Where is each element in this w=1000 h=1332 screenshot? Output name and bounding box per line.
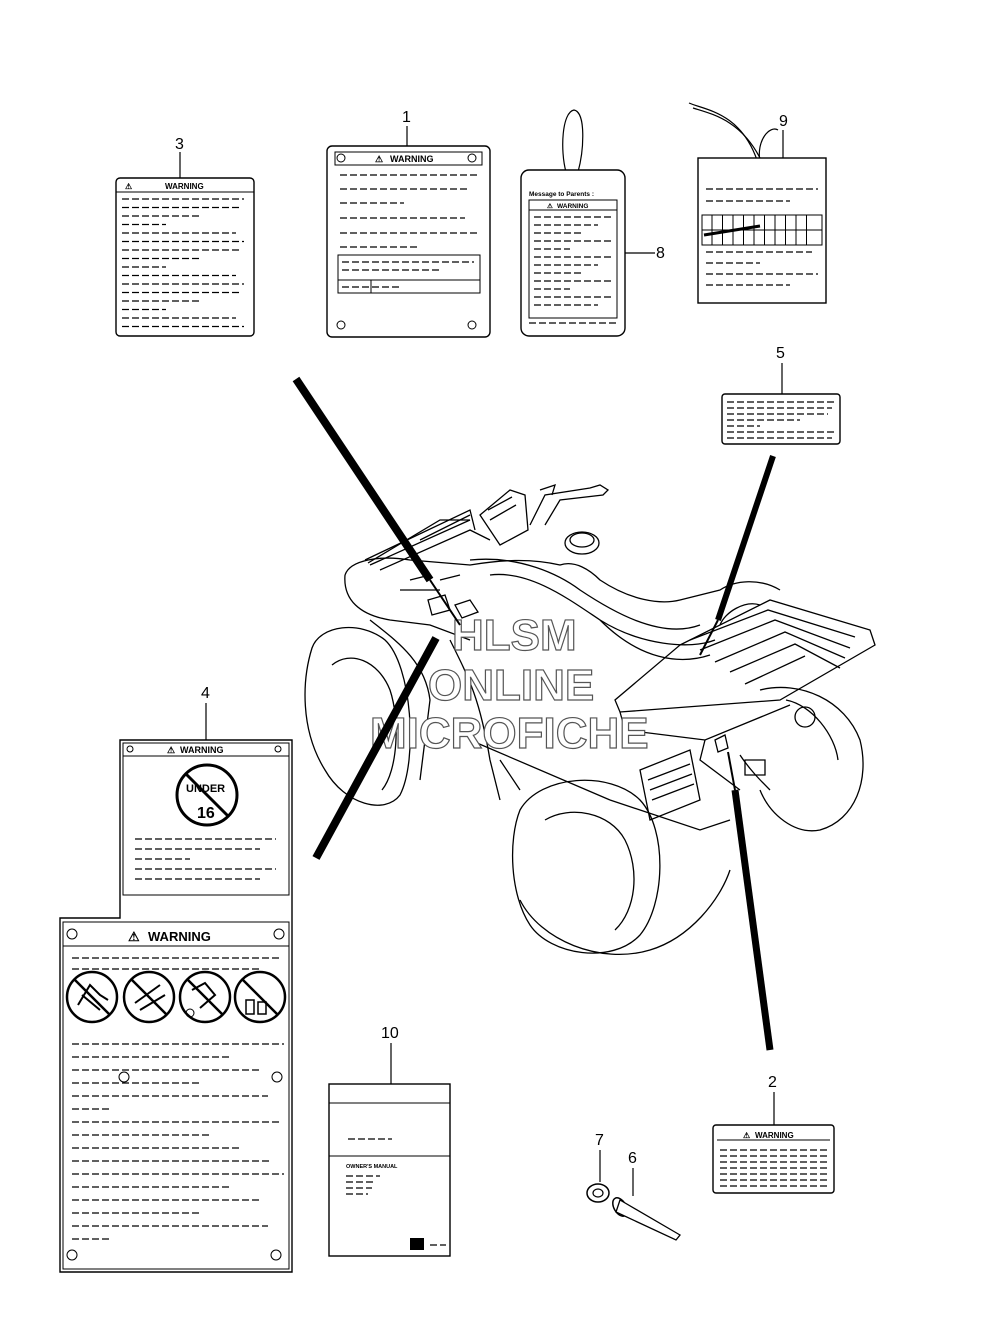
callout-5: 5 (776, 345, 785, 362)
svg-text:⚠: ⚠ (547, 202, 554, 210)
label-3: 3 ⚠ WARNING (115, 136, 255, 337)
label-4-warning-main: WARNING (148, 929, 211, 944)
rivet (612, 1197, 681, 1241)
label-2-warning: WARNING (755, 1131, 794, 1140)
callout-10: 10 (381, 1025, 399, 1042)
washer (586, 1183, 610, 1203)
label-8: Message to Parents : ⚠ WARNING 8 (520, 109, 665, 337)
label-4: 4 ⚠ WARNING UNDER 16 ⚠ WARNING (59, 685, 293, 1273)
svg-text:⚠: ⚠ (128, 929, 140, 944)
manual-title: OWNER'S MANUAL (346, 1164, 398, 1170)
callout-7: 7 (595, 1132, 604, 1149)
label-2: 2 ⚠ WARNING (712, 1074, 835, 1194)
label-3-warning: WARNING (165, 182, 204, 191)
svg-text:⚠: ⚠ (375, 154, 383, 164)
atv-illustration (304, 483, 876, 955)
callout-6: 6 (628, 1150, 637, 1167)
callout-3: 3 (175, 136, 184, 153)
label-8-warning: WARNING (557, 203, 588, 210)
svg-text:⚠: ⚠ (167, 745, 175, 755)
svg-text:⚠: ⚠ (743, 1131, 750, 1140)
label-9: 9 (688, 102, 827, 304)
label-5: 5 (721, 345, 841, 445)
callout-2: 2 (768, 1074, 777, 1091)
callout-8: 8 (656, 245, 665, 262)
label-4-warning-top: WARNING (180, 745, 224, 755)
watermark-line3: MICROFICHE (370, 709, 649, 758)
watermark: HLSM ONLINE MICROFICHE (369, 610, 649, 758)
label-8-title: Message to Parents : (529, 191, 594, 198)
age-text: 16 (197, 805, 215, 822)
watermark-line2: ONLINE (428, 661, 594, 710)
svg-text:⚠: ⚠ (125, 182, 132, 191)
label-1-warning: WARNING (390, 154, 434, 164)
callout-1: 1 (402, 109, 411, 126)
prohibition-icons (65, 970, 287, 1024)
pointer-lines (292, 376, 776, 1051)
label-1: 1 ⚠ WARNING (326, 109, 491, 338)
watermark-line1: HLSM (452, 611, 577, 660)
parts-6-7: 7 6 (586, 1132, 681, 1241)
under-text: UNDER (186, 783, 225, 795)
callout-9: 9 (779, 113, 788, 130)
label-10: 10 OWNER'S MANUAL (328, 1025, 451, 1257)
callout-4: 4 (201, 685, 210, 702)
